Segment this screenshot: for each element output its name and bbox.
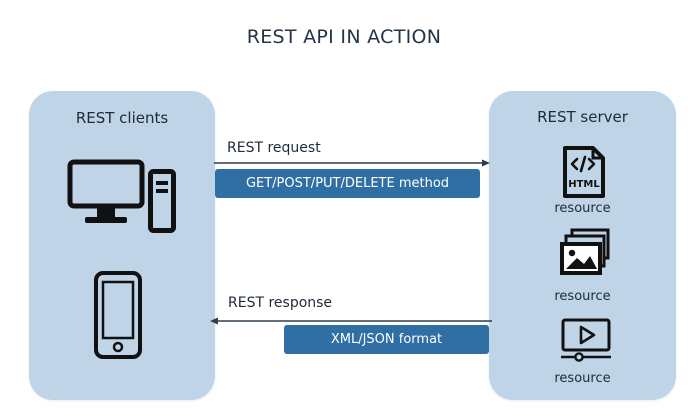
rest-clients-title: REST clients <box>75 109 169 127</box>
rest-server-panel: REST server HTML resource resource resou… <box>489 91 676 400</box>
rest-request-label: REST request <box>227 140 321 156</box>
request-arrow <box>214 159 490 167</box>
smartphone-icon <box>94 271 142 359</box>
desktop-monitor-icon <box>67 159 145 223</box>
resource-label-html: resource <box>554 201 611 216</box>
resource-label-image: resource <box>554 289 611 304</box>
pc-tower-icon <box>148 169 176 233</box>
image-gallery-icon <box>560 228 610 275</box>
response-format-badge: XML/JSON format <box>284 325 489 354</box>
rest-response-label: REST response <box>228 295 333 311</box>
video-player-icon <box>561 318 611 362</box>
response-arrow <box>210 317 492 325</box>
resource-label-video: resource <box>554 371 611 386</box>
http-method-badge: GET/POST/PUT/DELETE method <box>215 169 480 198</box>
rest-clients-panel: REST clients <box>29 91 215 400</box>
diagram-title: REST API IN ACTION <box>246 26 442 48</box>
rest-server-title: REST server <box>537 108 628 126</box>
html-file-icon: HTML <box>563 146 605 198</box>
html-file-icon-label: HTML <box>568 179 600 190</box>
